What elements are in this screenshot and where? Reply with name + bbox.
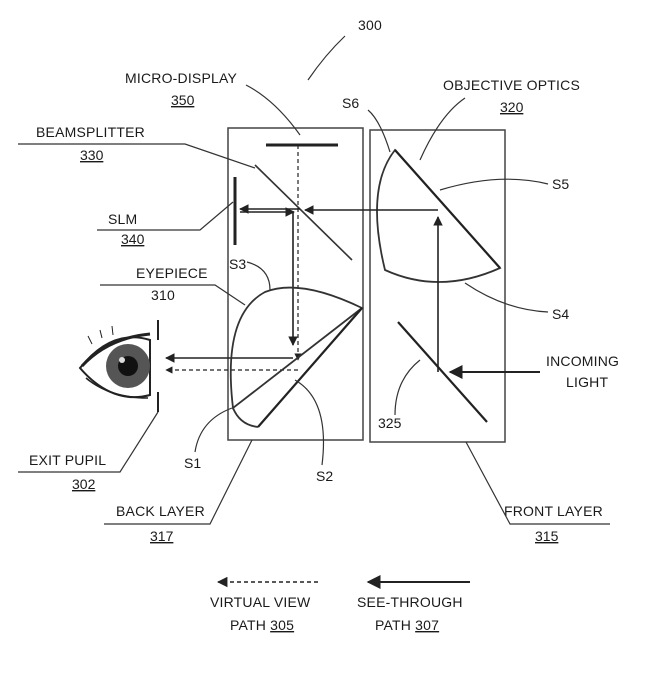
back-layer-label: BACK LAYER <box>116 503 205 519</box>
legend-seethrough-line2: PATH 307 <box>375 617 439 633</box>
beamsplitter-leader <box>18 144 255 168</box>
fold-mirror-leader <box>395 360 420 415</box>
exit-pupil-label: EXIT PUPIL <box>29 452 106 468</box>
surface-s3: S3 <box>229 256 246 272</box>
micro-display-label: MICRO-DISPLAY <box>125 70 237 86</box>
legend-seethrough-line1: SEE-THROUGH <box>357 594 463 610</box>
objective-mirror-surface <box>395 150 500 268</box>
eyepiece-ref: 310 <box>151 287 175 303</box>
micro-display-ref: 350 <box>171 92 195 108</box>
s3-leader <box>247 262 270 290</box>
legend-virtual-line2: PATH 305 <box>230 617 294 633</box>
objective-optics-label: OBJECTIVE OPTICS <box>443 77 580 93</box>
surface-s5: S5 <box>552 176 569 192</box>
surface-s2: S2 <box>316 468 333 484</box>
legend-virtual-line1: VIRTUAL VIEW <box>210 594 311 610</box>
exit-pupil-ref: 302 <box>72 476 96 492</box>
surface-s1: S1 <box>184 455 201 471</box>
beamsplitter-ref: 330 <box>80 147 104 163</box>
beamsplitter-label: BEAMSPLITTER <box>36 124 145 140</box>
objective-optics-ref: 320 <box>500 99 524 115</box>
slm-ref: 340 <box>121 231 145 247</box>
figure-number: 300 <box>358 17 382 33</box>
back-layer-box <box>228 128 363 440</box>
s5-leader <box>440 179 548 190</box>
fold-mirror-ref: 325 <box>378 415 402 431</box>
eye-icon <box>80 326 150 398</box>
eyepiece-mirror-surface <box>258 308 362 427</box>
front-layer-ref: 315 <box>535 528 559 544</box>
s6-leader <box>368 110 390 152</box>
surface-s4: S4 <box>552 306 569 322</box>
eyepiece-bottom <box>233 408 258 427</box>
s1-leader <box>195 408 232 452</box>
incoming-light-line1: INCOMING <box>546 353 619 369</box>
slm-label: SLM <box>108 211 137 227</box>
objective-optics-leader <box>420 98 465 160</box>
s2-leader <box>295 380 323 465</box>
s4-leader <box>465 283 548 312</box>
front-layer-label: FRONT LAYER <box>504 503 603 519</box>
incoming-light-line2: LIGHT <box>566 374 608 390</box>
eyepiece-label: EYEPIECE <box>136 265 208 281</box>
eyepiece <box>231 288 362 408</box>
figure-number-leader <box>308 36 345 80</box>
back-layer-ref: 317 <box>150 528 174 544</box>
surface-s6: S6 <box>342 95 359 111</box>
